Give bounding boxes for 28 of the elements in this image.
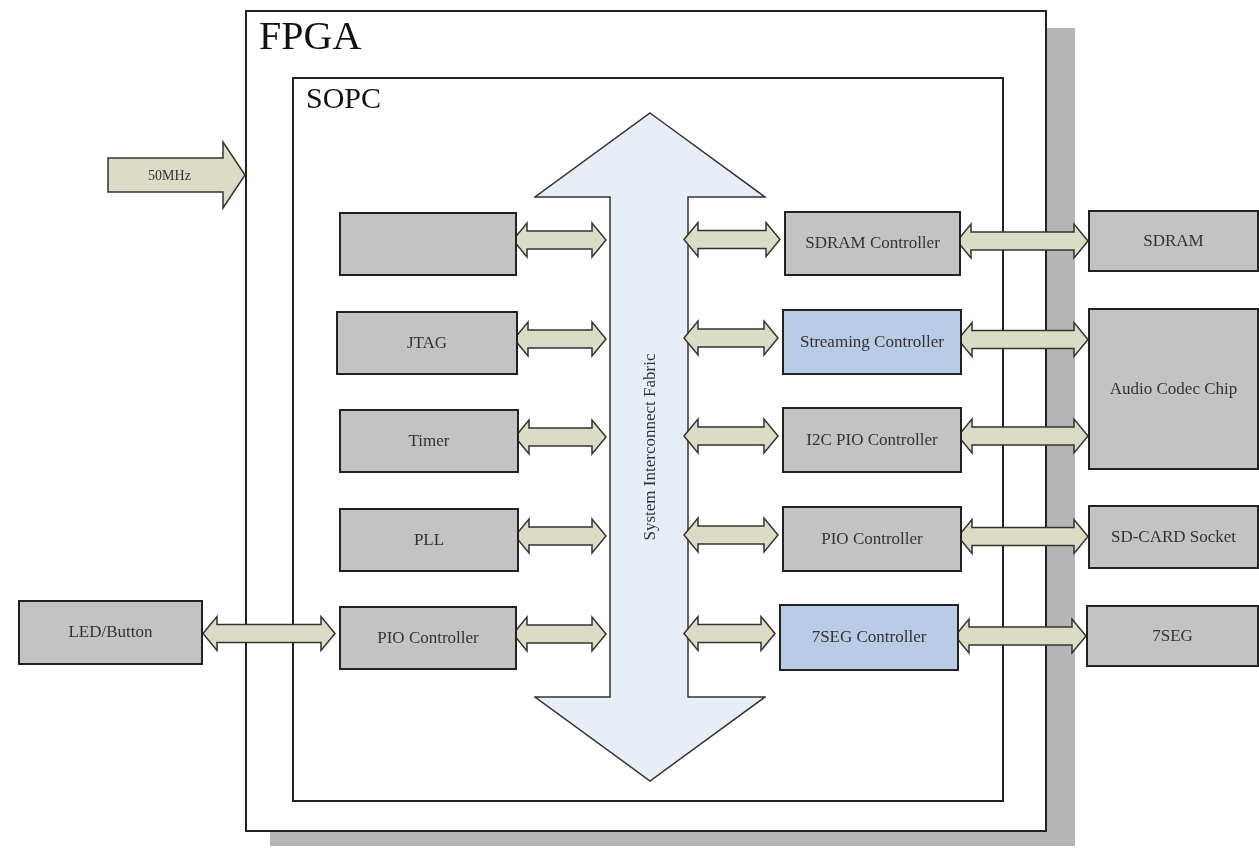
double-arrow — [683, 416, 779, 456]
component-box: SD-CARD Socket — [1088, 505, 1259, 569]
component-box — [339, 212, 517, 276]
component-box: Timer — [339, 409, 519, 473]
sopc-frame — [292, 77, 1004, 802]
component-box: LED/Button — [18, 600, 203, 665]
component-box: SDRAM Controller — [784, 211, 961, 276]
component-box: 7SEG — [1086, 605, 1259, 667]
component-box: Audio Codec Chip — [1088, 308, 1259, 470]
edge-label: 50MHz — [148, 166, 191, 185]
block-arrow — [107, 139, 246, 211]
frame-title: FPGA — [259, 16, 362, 56]
double-arrow — [202, 614, 336, 653]
component-box: PIO Controller — [782, 506, 962, 572]
double-arrow — [683, 318, 779, 358]
double-arrow — [683, 220, 781, 259]
component-box: PLL — [339, 508, 519, 572]
fabric-label: System Interconnect Fabric — [640, 353, 660, 541]
component-box: SDRAM — [1088, 210, 1259, 272]
component-box: PIO Controller — [339, 606, 517, 670]
component-box: Streaming Controller — [782, 309, 962, 375]
component-box: JTAG — [336, 311, 518, 375]
component-box: 7SEG Controller — [779, 604, 959, 671]
double-arrow — [683, 614, 776, 653]
component-box: I2C PIO Controller — [782, 407, 962, 473]
double-arrow — [683, 515, 779, 555]
frame-title: SOPC — [306, 83, 382, 113]
fpga-frame — [245, 10, 1047, 832]
